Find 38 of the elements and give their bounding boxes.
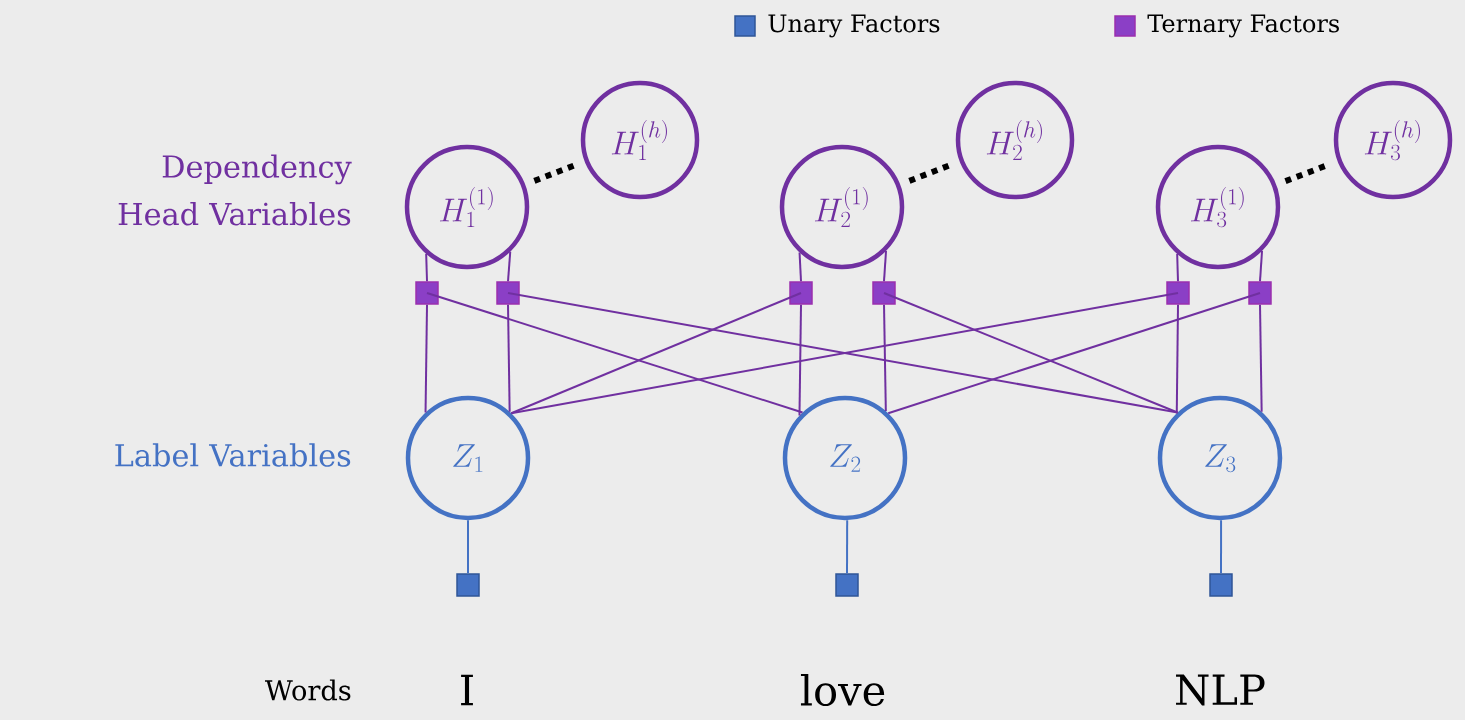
legend-label: Ternary Factors bbox=[1147, 14, 1339, 38]
dotted-line bbox=[908, 162, 952, 184]
connector-line bbox=[1175, 303, 1179, 415]
connector-line bbox=[887, 292, 1261, 415]
row-label: Dependency Head Variables bbox=[118, 154, 352, 226]
connector-line bbox=[883, 292, 1179, 414]
row-label: I bbox=[461, 674, 473, 706]
row-label: love bbox=[800, 673, 885, 707]
factor-square bbox=[1166, 281, 1190, 305]
factor-square bbox=[872, 281, 896, 305]
factor-square bbox=[456, 573, 480, 597]
connector-line bbox=[424, 303, 428, 414]
connector-line bbox=[467, 519, 469, 575]
connector-line bbox=[507, 303, 511, 413]
connector-line bbox=[883, 250, 887, 283]
connector-line bbox=[507, 250, 512, 283]
factor-square bbox=[415, 281, 439, 305]
connector-line bbox=[846, 519, 849, 575]
connector-line bbox=[425, 253, 428, 283]
connector-line bbox=[798, 251, 802, 283]
factor-square bbox=[1248, 281, 1272, 305]
connector-line bbox=[883, 303, 887, 412]
factor-square bbox=[1209, 573, 1233, 597]
connector-line bbox=[510, 292, 802, 415]
legend-label: Unary Factors bbox=[768, 14, 940, 38]
factor-square bbox=[496, 281, 520, 305]
row-label: Label Variables bbox=[115, 443, 351, 467]
factor-square bbox=[835, 573, 859, 597]
row-label: Words bbox=[265, 679, 351, 701]
connector-line bbox=[1259, 303, 1263, 413]
connector-line bbox=[798, 303, 802, 417]
connector-line bbox=[1220, 519, 1223, 575]
dotted-line bbox=[533, 162, 577, 184]
connector-line bbox=[1176, 253, 1179, 283]
row-label: NLP bbox=[1176, 674, 1265, 706]
connector-line bbox=[1259, 250, 1264, 283]
connector-line bbox=[426, 292, 804, 414]
factor-square bbox=[789, 281, 813, 305]
